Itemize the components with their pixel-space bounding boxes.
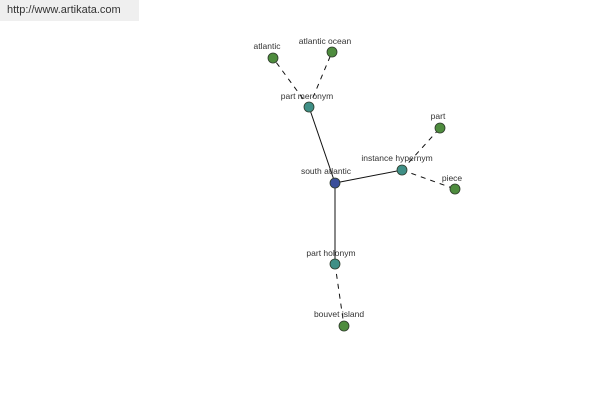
node-part[interactable]: part	[431, 111, 446, 134]
node-label-atlantic-ocean: atlantic ocean	[299, 36, 352, 46]
node-instance-hypernym[interactable]: instance hypernym	[361, 153, 433, 176]
node-dot-part-meronym[interactable]	[303, 101, 315, 113]
node-dot-part-holonym[interactable]	[329, 258, 341, 270]
graph-nodes: south atlantic part meronym instance hyper…	[254, 36, 463, 332]
site-url[interactable]: http://www.artikata.com	[0, 0, 139, 21]
node-south-atlantic[interactable]: south atlantic	[301, 166, 352, 189]
edge-instance-hypernym-to-part	[401, 127, 441, 171]
node-dot-instance-hypernym[interactable]	[396, 164, 408, 176]
node-label-bouvet-island: bouvet island	[314, 309, 364, 319]
node-part-holonym[interactable]: part holonym	[306, 248, 356, 270]
node-atlantic-ocean[interactable]: atlantic ocean	[299, 36, 352, 58]
node-dot-atlantic-ocean[interactable]	[326, 46, 338, 58]
node-label-piece: piece	[442, 173, 463, 183]
node-label-part-holonym: part holonym	[306, 248, 355, 258]
edge-part-holonym-to-bouvet-island	[334, 263, 345, 327]
node-atlantic[interactable]: atlantic	[254, 41, 282, 64]
node-dot-bouvet-island[interactable]	[338, 320, 350, 332]
node-label-instance-hypernym: instance hypernym	[361, 153, 432, 163]
node-piece[interactable]: piece	[442, 173, 463, 195]
graph-edges	[272, 51, 456, 327]
node-dot-south-atlantic[interactable]	[329, 177, 341, 189]
node-dot-atlantic[interactable]	[267, 52, 279, 64]
edge-part-meronym-to-atlantic	[272, 57, 310, 108]
node-label-part-meronym: part meronym	[281, 91, 333, 101]
edge-south-atlantic-to-instance-hypernym	[334, 169, 403, 184]
node-label-atlantic: atlantic	[254, 41, 282, 51]
node-dot-part[interactable]	[434, 122, 446, 134]
node-bouvet-island[interactable]: bouvet island	[314, 309, 364, 332]
node-part-meronym[interactable]: part meronym	[281, 91, 333, 113]
node-label-south-atlantic: south atlantic	[301, 166, 352, 176]
edge-south-atlantic-to-part-meronym	[308, 106, 336, 184]
node-label-part: part	[431, 111, 446, 121]
node-dot-piece[interactable]	[449, 183, 461, 195]
